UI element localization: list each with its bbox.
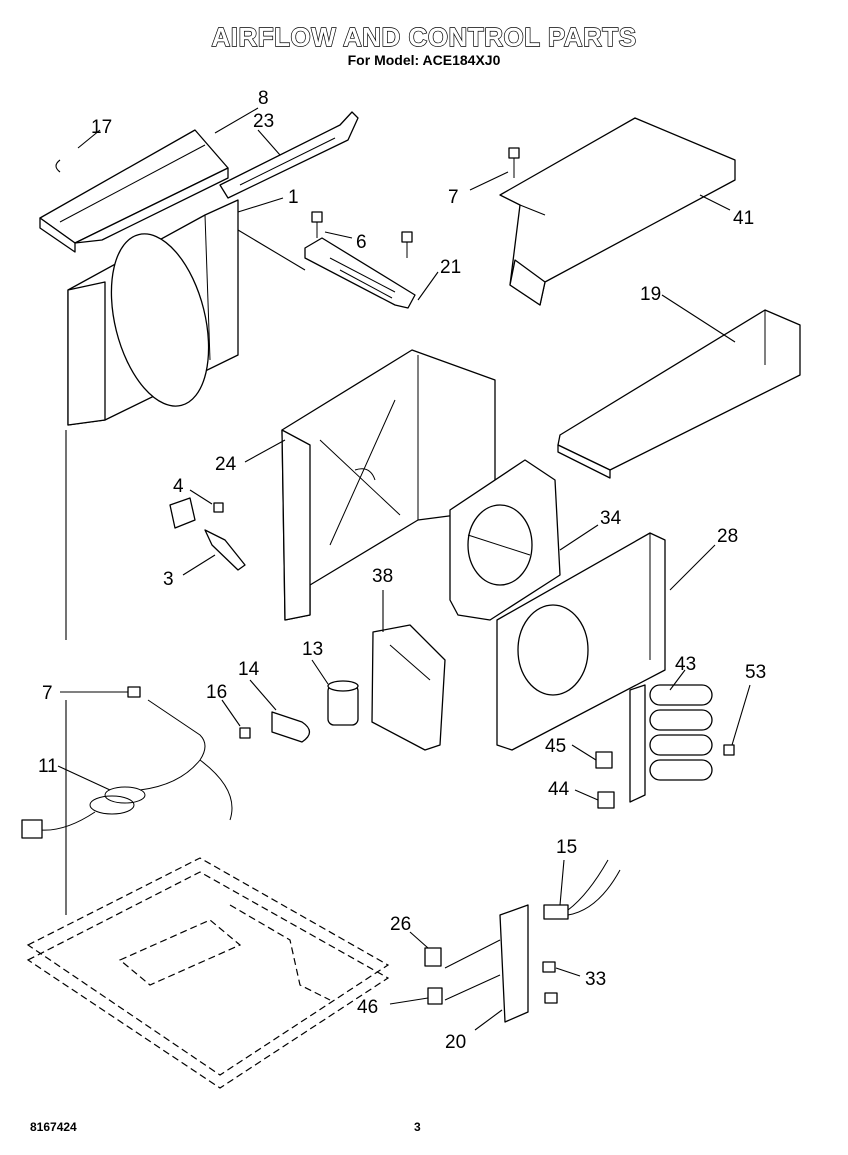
part-16-screw — [239, 727, 251, 739]
callout-28: 28 — [717, 526, 738, 547]
callout-15: 15 — [556, 837, 577, 858]
part-15-sensor — [543, 859, 621, 920]
callout-38: 38 — [372, 566, 393, 587]
callout-6: 6 — [356, 232, 367, 253]
part-41-top-panel — [499, 117, 736, 306]
part-1-fan-shroud — [67, 199, 239, 426]
part-7-screw-lower — [127, 686, 141, 698]
part-28-orifice-panel — [496, 532, 666, 751]
part-33-screw-b — [544, 992, 558, 1004]
base-pan — [26, 857, 390, 1089]
part-45-fitting — [595, 751, 613, 769]
part-21-bracket — [304, 237, 416, 309]
callout-20: 20 — [445, 1032, 466, 1053]
callout-43: 43 — [675, 654, 696, 675]
part-7-screw-top — [508, 147, 520, 178]
part-3-bracket — [169, 497, 246, 571]
part-8-top-bracket — [39, 129, 229, 253]
callout-16: 16 — [206, 682, 227, 703]
part-43-coil — [629, 684, 713, 803]
part-33-screw — [542, 961, 556, 973]
page-title: AIRFLOW AND CONTROL PARTS — [211, 21, 637, 52]
callout-34: 34 — [600, 508, 622, 529]
part-17-clip — [55, 159, 61, 173]
callout-8: 8 — [258, 88, 269, 109]
page-number: 3 — [414, 1120, 421, 1134]
callout-21: 21 — [440, 257, 461, 278]
shroud-to-bracket-line — [237, 229, 306, 271]
part-38-control-box — [371, 624, 446, 751]
part-24-partition — [281, 349, 496, 621]
callout-11: 11 — [38, 756, 58, 777]
part-34-scroll-housing — [449, 459, 561, 621]
part-46-switch — [427, 987, 443, 1005]
part-6-screw — [311, 211, 413, 258]
callout-44: 44 — [548, 779, 570, 800]
callout-46: 46 — [357, 997, 378, 1018]
callout-13: 13 — [302, 639, 323, 660]
callout-23: 23 — [253, 111, 274, 132]
part-20-control-bracket — [444, 904, 529, 1023]
callout-41: 41 — [733, 208, 754, 229]
part-44-fitting — [597, 791, 615, 809]
part-53-screw — [723, 744, 735, 756]
callout-53: 53 — [745, 662, 766, 683]
part-26-switch — [424, 947, 442, 967]
callout-33: 33 — [585, 969, 606, 990]
document-number: 8167424 — [30, 1120, 77, 1134]
callout-26: 26 — [390, 914, 411, 935]
callout-45: 45 — [545, 736, 566, 757]
part-13-capacitor — [327, 680, 359, 726]
leader-lines — [57, 107, 751, 1031]
callout-24: 24 — [215, 454, 237, 475]
part-19-rail — [557, 309, 801, 479]
callout-17: 17 — [91, 117, 112, 138]
callout-1: 1 — [288, 187, 299, 208]
callout-14: 14 — [238, 659, 260, 680]
callout-3: 3 — [163, 569, 174, 590]
part-14-strap — [271, 711, 311, 743]
callout-4: 4 — [173, 476, 184, 497]
callout-numbers: 8 23 17 1 6 21 7 41 19 24 4 3 34 28 38 1… — [38, 88, 766, 1053]
part-23-strip — [219, 111, 359, 199]
callout-7-lower: 7 — [42, 683, 53, 704]
model-subtitle: For Model: ACE184XJ0 — [347, 52, 501, 68]
callout-7-top: 7 — [448, 187, 459, 208]
part-11-power-cord — [21, 699, 233, 839]
callout-19: 19 — [640, 284, 661, 305]
